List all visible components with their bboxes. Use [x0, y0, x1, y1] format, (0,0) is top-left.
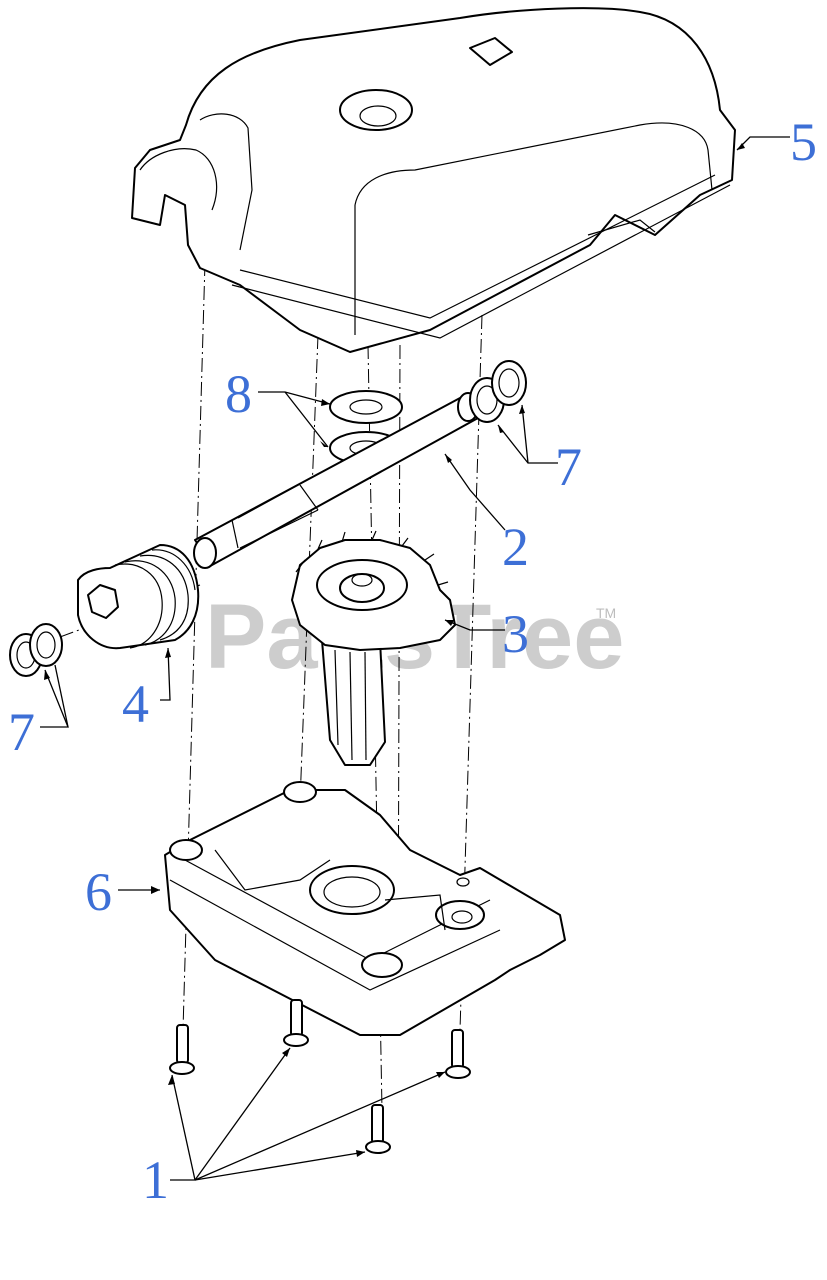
- callout-7-left: 7: [8, 702, 35, 762]
- retaining-ring-part-7-left: [9, 623, 63, 677]
- callout-4: 4: [122, 674, 149, 734]
- screw-part-1-d: [365, 1104, 391, 1154]
- callout-5: 5: [790, 112, 817, 172]
- callout-labels: 5 8 7 2 3 4 7 6 1: [8, 112, 817, 1210]
- screw-part-1-b: [283, 999, 309, 1047]
- callout-3: 3: [502, 604, 529, 664]
- callout-2: 2: [502, 517, 529, 577]
- gear-part-3: [291, 530, 456, 766]
- screw-part-1-c: [445, 1029, 471, 1079]
- leader-lines: [40, 136, 790, 1181]
- callout-8: 8: [225, 364, 252, 424]
- watermark-trademark: TM: [596, 605, 616, 621]
- callout-1: 1: [142, 1150, 169, 1210]
- callout-7-right: 7: [555, 437, 582, 497]
- retaining-ring-part-7-right: [469, 360, 527, 423]
- screw-part-1-a: [169, 1024, 195, 1075]
- cover-part-5: [131, 7, 736, 353]
- base-part-6: [164, 781, 566, 1036]
- worm-gear-part-4: [77, 544, 200, 650]
- callout-6: 6: [85, 862, 112, 922]
